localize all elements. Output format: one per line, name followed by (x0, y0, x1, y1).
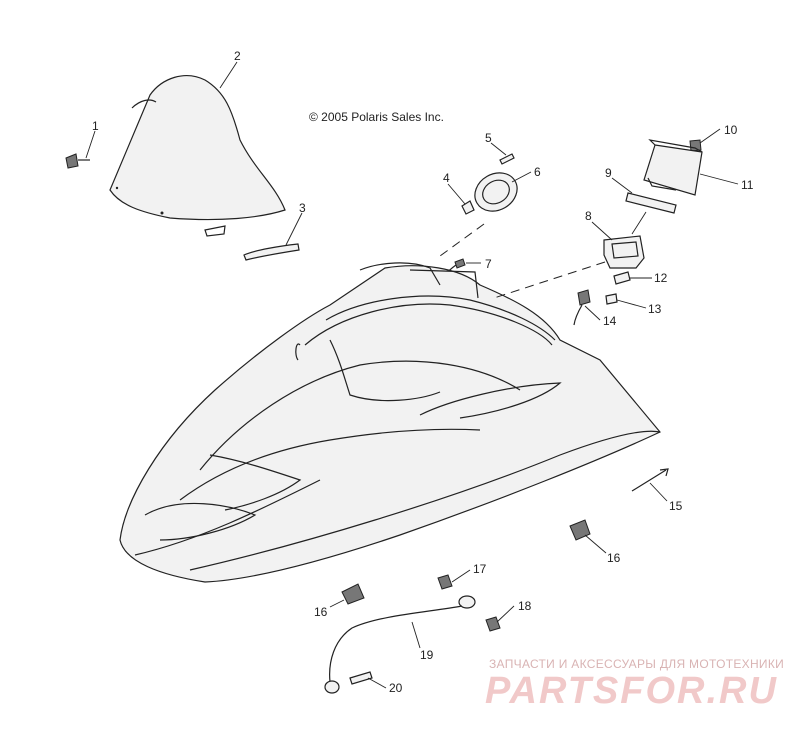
callout-1: 1 (92, 119, 99, 133)
callout-15: 15 (669, 499, 683, 513)
watermark-subtitle: ЗАПЧАСТИ И АКСЕССУАРЫ ДЛЯ МОТОТЕХНИКИ (489, 657, 785, 671)
watermark-logo: PARTSFOR.RU (485, 670, 778, 712)
callout-7: 7 (485, 257, 492, 271)
windshield-part (109, 75, 286, 237)
callout-11: 11 (741, 178, 754, 192)
callout-13: 13 (648, 302, 662, 316)
callout-8: 8 (585, 209, 592, 223)
callout-16-right: 16 (607, 551, 621, 565)
callouts: 1 2 3 4 5 6 7 8 9 10 11 12 13 14 15 16 1… (92, 49, 754, 695)
leader-lines (85, 61, 739, 689)
gasket-part (625, 192, 677, 214)
nut-part (485, 616, 501, 632)
copyright-notice: © 2005 Polaris Sales Inc. (309, 110, 444, 124)
phantom-line-bracket (493, 261, 606, 299)
callout-20: 20 (389, 681, 403, 695)
callout-5: 5 (485, 131, 492, 145)
hood-part (119, 262, 661, 583)
grommet-part (613, 271, 631, 285)
callout-12: 12 (654, 271, 668, 285)
gauge-housing-part (643, 139, 703, 196)
screw-part (689, 139, 702, 152)
callout-14: 14 (603, 314, 617, 328)
callout-16-left: 16 (314, 605, 328, 619)
decal-part (461, 200, 475, 215)
cable-tie-part (631, 468, 669, 492)
callout-3: 3 (299, 201, 306, 215)
callout-4: 4 (443, 171, 450, 185)
pin-part (499, 153, 515, 165)
bracket-line (631, 211, 647, 235)
callout-19: 19 (420, 648, 434, 662)
callout-9: 9 (605, 166, 612, 180)
phantom-line-gauge (439, 223, 485, 257)
callout-18: 18 (518, 599, 532, 613)
plug-part (605, 293, 618, 305)
callout-6: 6 (534, 165, 541, 179)
callout-17: 17 (473, 562, 487, 576)
latch-part-left (341, 583, 365, 605)
mount-bracket-part (603, 235, 645, 269)
tether-cable-part (324, 595, 476, 694)
sensor-lead-part (573, 289, 591, 326)
gauge-bezel-part (474, 172, 518, 212)
pushpin-fastener-part (65, 153, 90, 169)
callout-2: 2 (234, 49, 241, 63)
rivet-part (349, 671, 373, 685)
callout-10: 10 (724, 123, 738, 137)
grab-strap-part (243, 243, 300, 261)
bolt-part (437, 574, 453, 590)
